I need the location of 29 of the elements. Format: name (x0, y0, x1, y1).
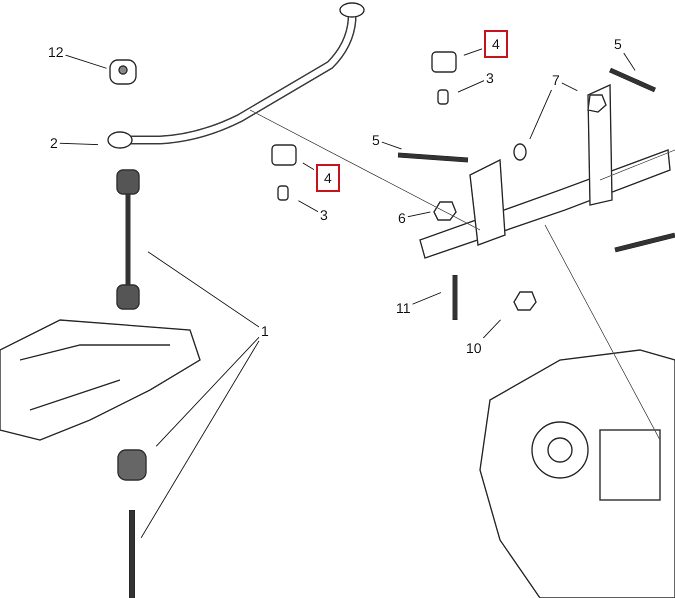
callout-number: 3 (486, 70, 494, 86)
callout-number: 3 (320, 207, 328, 223)
leader-line (407, 212, 431, 218)
callout-number: 12 (48, 44, 64, 60)
callout-number: 2 (50, 135, 58, 151)
leader-line (623, 52, 636, 72)
callout-number-box: 4 (316, 164, 340, 192)
leader-line (156, 336, 260, 447)
leader-line (298, 200, 318, 212)
callout-number: 5 (372, 132, 380, 148)
leader-line (457, 80, 484, 93)
callout-number-box: 4 (484, 30, 508, 58)
leader-line (59, 142, 98, 146)
callout-number: 7 (552, 72, 560, 88)
callout-number: 10 (466, 340, 482, 356)
leader-line (147, 251, 260, 328)
leader-line (529, 90, 552, 140)
leader-line (412, 292, 442, 305)
leader-line (561, 82, 578, 92)
leader-line (463, 48, 482, 56)
leader-line (482, 319, 502, 338)
leader-line (140, 340, 260, 538)
callout-number: 6 (398, 210, 406, 226)
leader-line (381, 142, 402, 150)
leader-line (65, 54, 108, 69)
leader-line (302, 162, 314, 170)
callout-number: 11 (396, 300, 411, 316)
callout-number: 5 (614, 36, 622, 52)
callout-number: 1 (261, 323, 269, 339)
